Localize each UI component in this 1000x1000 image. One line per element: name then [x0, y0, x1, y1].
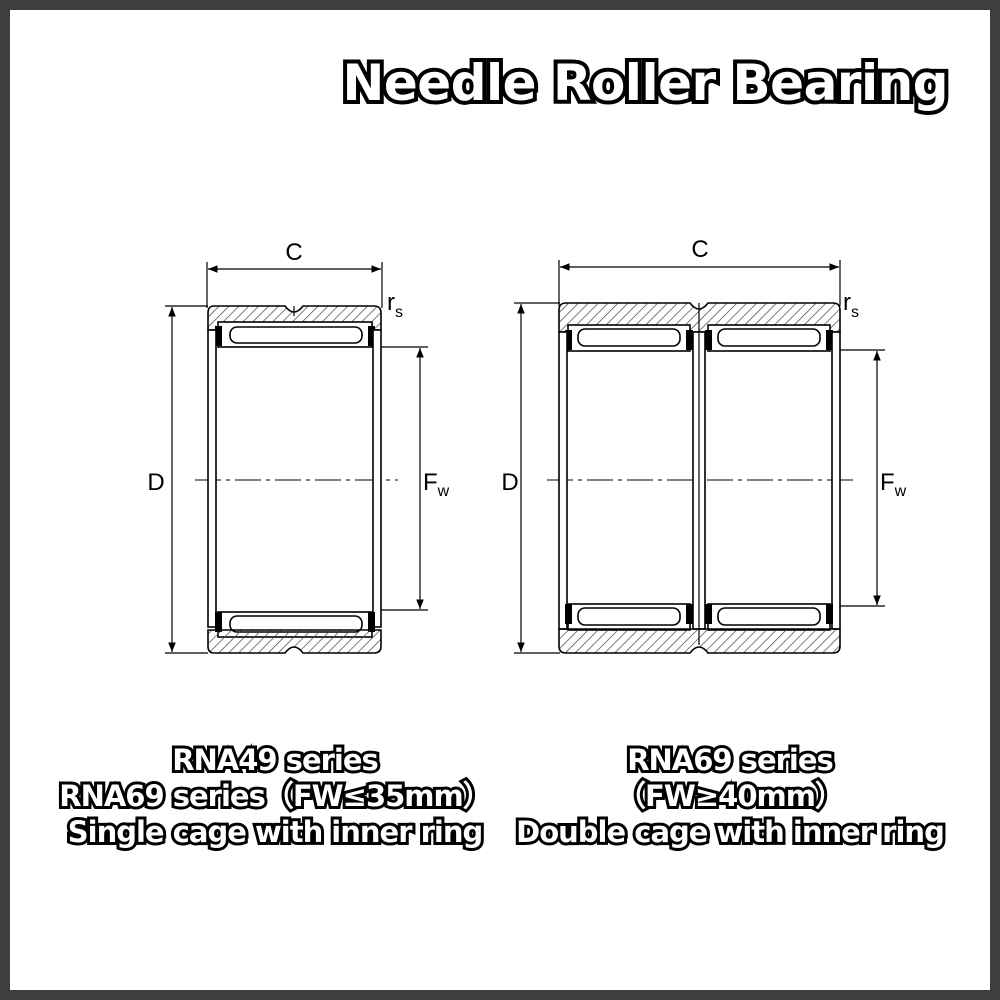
roller-set-label-right: Fw [880, 469, 907, 500]
width-label-left: C [285, 239, 302, 266]
radius-label-left: rs [387, 289, 403, 321]
radius-label-right: rs [843, 289, 859, 321]
roller-set-dimension-left: Fw [380, 346, 450, 611]
roller-bottom-right-b [705, 603, 833, 631]
width-dimension-right: C [558, 236, 841, 306]
outer-diameter-dimension-left: D [147, 305, 208, 654]
caption-line: RNA69 series [624, 740, 837, 780]
outer-ring-bottom-left [207, 629, 382, 654]
width-label-right: C [691, 236, 708, 263]
inner-ring-wall-left-a [207, 329, 217, 628]
outer-diameter-label-right: D [501, 469, 518, 496]
page-title: Needle Roller Bearing [339, 54, 953, 112]
outer-ring-bottom-right [558, 628, 841, 654]
single-cage-drawing: C D Fw rs [147, 239, 450, 654]
caption-line: Double cage with inner ring [513, 812, 948, 852]
caption-line: （FW≥40mm） [614, 776, 847, 816]
outer-diameter-label-left: D [147, 469, 164, 496]
caption-line: Single cage with inner ring [65, 812, 487, 852]
caption-line: RNA69 series（FW≤35mm） [56, 776, 495, 816]
caption-double-cage: RNA69 series （FW≥40mm） Double cage with … [495, 740, 965, 852]
double-cage-drawing: C D Fw rs [501, 236, 907, 654]
roller-bottom-right-a [565, 603, 693, 631]
roller-set-label-left: Fw [423, 469, 450, 500]
inner-ring-wall-right-b [831, 331, 841, 630]
caption-line: RNA49 series [169, 740, 382, 780]
outer-diameter-dimension-right: D [501, 302, 560, 654]
roller-set-dimension-right: Fw [838, 349, 907, 607]
caption-single-cage: RNA49 series RNA69 series（FW≤35mm） Singl… [40, 740, 510, 852]
roller-top-right-a [565, 324, 693, 352]
roller-top-right-b [705, 324, 833, 352]
inner-ring-wall-right-a [558, 331, 568, 630]
inner-ring-wall-left-b [372, 329, 382, 628]
roller-top-left [215, 321, 375, 348]
width-dimension-left: C [206, 239, 383, 308]
